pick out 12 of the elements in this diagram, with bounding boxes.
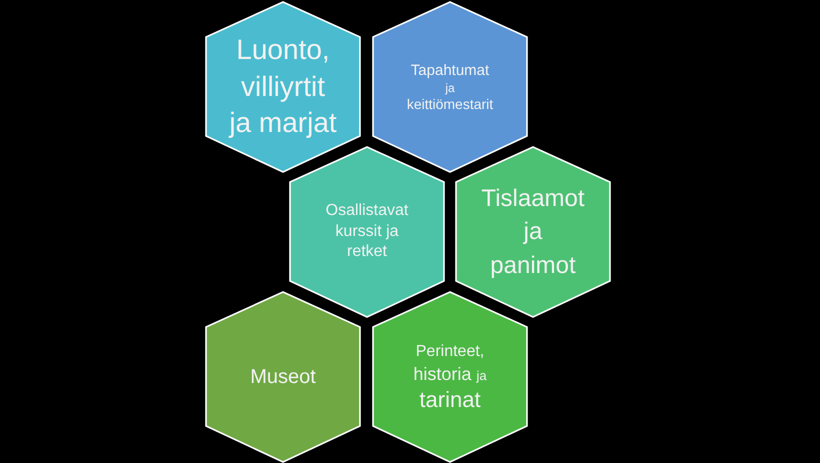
hexagon-label: Museot — [250, 365, 316, 390]
hexagon-label: Luonto, villiyrtit ja marjat — [229, 33, 337, 140]
hexagon — [455, 146, 611, 318]
hexagon-label: Tapahtumat ja keittiömestarit — [406, 62, 494, 112]
hexagon — [289, 146, 445, 318]
hexagon — [205, 1, 361, 173]
hexagon-label: Perinteet, historia ja tarinat — [413, 342, 487, 414]
hexagon — [372, 291, 528, 463]
hexagon-label: Osallistavat kurssit ja retket — [326, 200, 408, 262]
hexagon-label: Tislaamot ja panimot — [481, 184, 585, 281]
hexagon — [205, 291, 361, 463]
hexagon — [372, 1, 528, 173]
